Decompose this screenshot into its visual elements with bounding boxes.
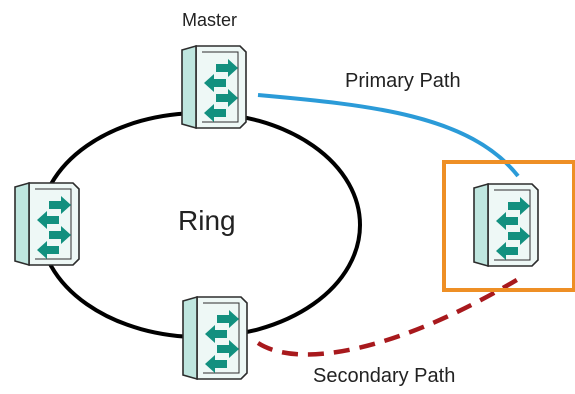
network-switch-icon xyxy=(181,45,247,129)
master-label: Master xyxy=(182,10,238,30)
primary-path-label: Primary Path xyxy=(345,70,461,92)
left-switch[interactable] xyxy=(14,182,80,266)
secondary-path-link xyxy=(256,276,522,357)
bottom-switch[interactable] xyxy=(182,296,248,380)
master-switch[interactable] xyxy=(181,45,247,129)
primary-path-link xyxy=(257,93,520,178)
secondary-path-label: Secondary Path xyxy=(313,365,456,387)
ring-label: Ring xyxy=(178,205,236,236)
network-switch-icon xyxy=(182,296,248,380)
network-switch-icon xyxy=(14,182,80,266)
external-switch-highlight-box xyxy=(442,160,575,292)
network-switch-icon xyxy=(473,183,539,267)
external-switch[interactable] xyxy=(473,183,539,267)
